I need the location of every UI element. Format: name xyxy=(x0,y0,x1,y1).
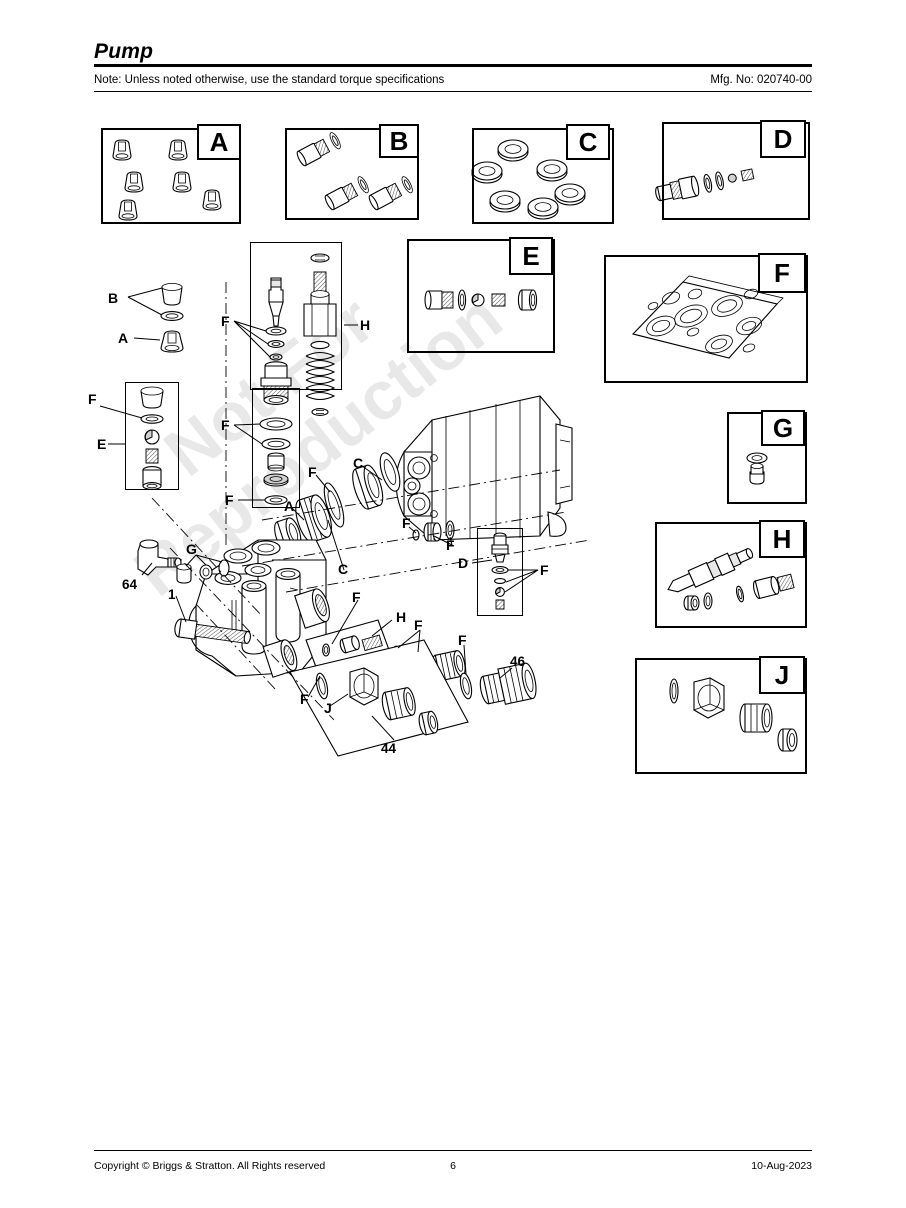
callout-f-e-inset: F xyxy=(88,391,97,407)
box-c-parts xyxy=(472,140,585,219)
detail-box-h xyxy=(655,522,807,628)
callout-f-stack-mid: F xyxy=(221,417,230,433)
detail-box-f-tag: F xyxy=(758,253,806,293)
callout-j-strip: J xyxy=(324,700,332,716)
torque-note: Note: Unless noted otherwise, use the st… xyxy=(94,74,445,86)
callout-f-right: F xyxy=(458,632,467,648)
g-parts-manifold xyxy=(177,560,229,583)
pump-manifold xyxy=(189,540,333,677)
footer-page-number: 6 xyxy=(450,1160,456,1172)
callout-f-stack-low: F xyxy=(225,492,234,508)
detail-box-f xyxy=(604,255,808,383)
callout-a-upper: A xyxy=(118,330,129,346)
box-a-parts xyxy=(113,140,221,220)
h-inset-frame xyxy=(250,242,342,390)
callout-1: 1 xyxy=(168,587,176,602)
mfg-number: Mfg. No: 020740-00 xyxy=(710,74,812,86)
part-46-fitting xyxy=(458,662,538,709)
detail-box-j-tag: J xyxy=(759,656,805,694)
callout-f-small-lower: F xyxy=(446,537,455,553)
h-inset-parts xyxy=(304,254,336,415)
detail-box-d-tag: D xyxy=(760,120,806,158)
callout-f-h-strip: F xyxy=(352,589,361,605)
part-64-elbow xyxy=(138,540,181,575)
left-ba-parts xyxy=(161,283,183,352)
callout-f-d-inset: F xyxy=(540,562,549,578)
box-h-parts xyxy=(664,544,794,610)
d-inset-parts xyxy=(492,533,508,609)
h-spring xyxy=(306,353,334,400)
center-valve-stack xyxy=(260,278,292,504)
box-j-parts xyxy=(670,678,797,751)
callout-e-inset: E xyxy=(97,436,107,452)
header-rule-thick xyxy=(94,64,812,67)
leader-lines xyxy=(100,288,538,740)
h-oring-1 xyxy=(704,593,712,609)
callout-f-piston: F xyxy=(308,464,317,480)
detail-box-b xyxy=(285,128,419,220)
detail-box-b-tag: B xyxy=(379,124,419,158)
callout-f-pair: F xyxy=(414,617,423,633)
e-inset-frame xyxy=(125,382,179,490)
box-g-parts xyxy=(747,453,767,484)
f-stack-frame xyxy=(252,388,300,508)
page-title: Pump xyxy=(94,40,154,63)
detail-box-c xyxy=(472,128,614,224)
j-strip-parts xyxy=(290,640,468,756)
detail-box-e xyxy=(407,239,555,353)
d-inset-frame xyxy=(477,528,523,616)
callout-h-strip: H xyxy=(396,609,407,625)
detail-box-j xyxy=(635,658,807,774)
detail-box-a xyxy=(101,128,241,224)
pump-crankcase xyxy=(396,396,572,540)
detail-box-g-tag: G xyxy=(761,410,805,446)
footer-copyright: Copyright © Briggs & Stratton. All Right… xyxy=(94,1160,326,1172)
footer-date: 10-Aug-2023 xyxy=(751,1160,812,1172)
part-1-bolt xyxy=(174,618,252,646)
detail-box-e-tag: E xyxy=(509,237,553,275)
callout-44: 44 xyxy=(381,741,397,756)
detail-box-d xyxy=(662,122,810,220)
j-oring xyxy=(670,679,678,703)
detail-box-c-tag: C xyxy=(566,124,610,160)
header-rule-thin xyxy=(94,91,812,92)
callout-a-piston: A xyxy=(284,498,295,514)
detail-box-a-tag: A xyxy=(197,124,241,160)
callout-c-upper: C xyxy=(353,455,364,471)
callout-f-stack-top: F xyxy=(221,313,230,329)
callout-b-upper: B xyxy=(108,290,119,306)
box-f-parts xyxy=(633,276,783,358)
detail-box-h-tag: H xyxy=(759,520,805,558)
callout-64: 64 xyxy=(122,577,138,592)
box-b-parts xyxy=(295,131,414,212)
b-oring xyxy=(161,312,183,321)
footer-rule xyxy=(94,1150,812,1151)
callout-h-inset: H xyxy=(360,317,371,333)
callout-f-small-upper: F xyxy=(402,515,411,531)
callout-c-lower: C xyxy=(338,561,349,577)
callout-46: 46 xyxy=(510,654,526,669)
callout-g-manifold: G xyxy=(186,541,197,557)
callout-f-j-strip: F xyxy=(300,691,309,707)
box-e-parts xyxy=(425,290,537,310)
assembly-axis-lines xyxy=(152,282,590,720)
callout-d-inset: D xyxy=(458,555,469,571)
